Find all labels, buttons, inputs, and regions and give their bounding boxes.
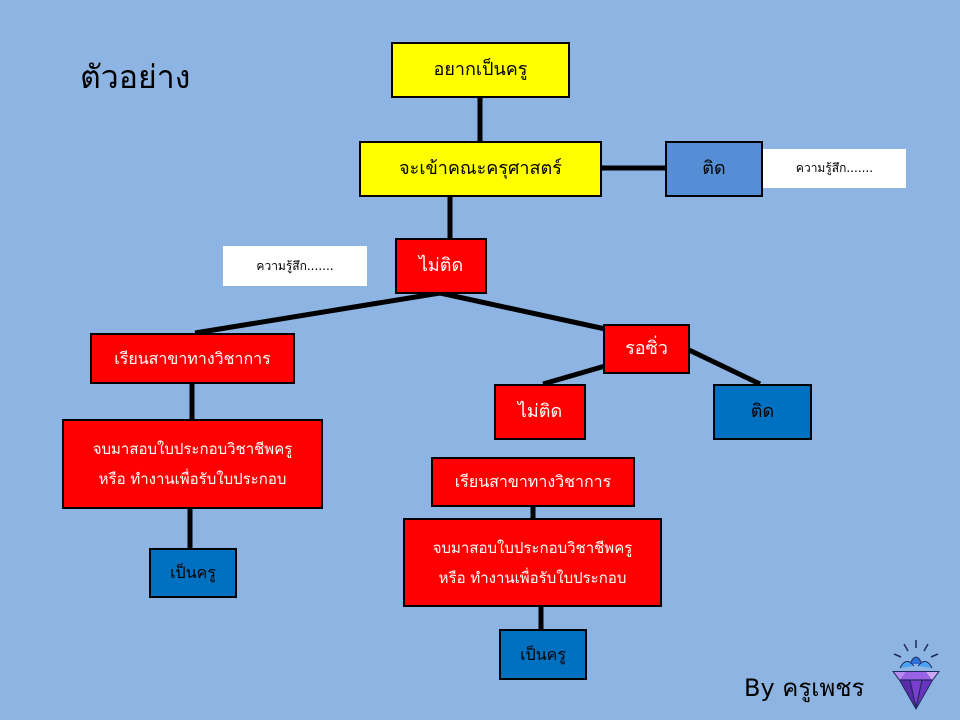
node-wait-retry: รอซิ่ว <box>603 324 690 374</box>
node-license-left: จบมาสอบใบประกอบวิชาชีพครู หรือ ทำงานเพื่… <box>62 419 323 509</box>
node-wait-retry-label: รอซิ่ว <box>625 337 668 359</box>
node-study-academic-left-label: เรียนสาขาทางวิชาการ <box>114 348 271 368</box>
node-license-right-line2: หรือ ทำงานเพื่อรับใบประกอบ <box>438 568 627 587</box>
feeling-note-left-label: ความรู้สึก....... <box>256 258 334 273</box>
diamond-logo-icon <box>892 640 940 711</box>
connector-wait-to-passed-retry <box>687 347 762 387</box>
node-license-right: จบมาสอบใบประกอบวิชาชีพครู หรือ ทำงานเพื่… <box>403 518 662 607</box>
node-become-teacher-right-label: เป็นครู <box>520 644 566 664</box>
node-license-right-line1: จบมาสอบใบประกอบวิชาชีพครู <box>432 538 633 557</box>
node-passed-top-label: ติด <box>702 157 726 179</box>
node-become-teacher-left-label: เป็นครู <box>170 563 216 582</box>
node-not-passed-top-label: ไม่ติด <box>418 254 464 276</box>
node-become-teacher-right: เป็นครู <box>499 629 587 680</box>
node-want-teacher-label: อยากเป็นครู <box>433 58 528 80</box>
node-become-teacher-left: เป็นครู <box>149 548 237 598</box>
connector-notpassed-to-wait <box>439 290 611 333</box>
node-study-academic-right-label: เรียนสาขาทางวิชาการ <box>454 472 612 491</box>
page-title: ตัวอย่าง <box>80 58 191 96</box>
feeling-note-top-label: ความรู้สึก....... <box>795 161 874 175</box>
node-passed-retry: ติด <box>713 384 812 440</box>
node-passed-retry-label: ติด <box>750 400 775 422</box>
feeling-note-top: ความรู้สึก....... <box>763 149 906 188</box>
connector-wait-to-notpassed-retry <box>542 361 613 387</box>
feeling-note-left: ความรู้สึก....... <box>223 246 367 286</box>
node-not-passed-retry-label: ไม่ติด <box>517 400 563 422</box>
node-study-academic-left: เรียนสาขาทางวิชาการ <box>90 333 295 384</box>
author-byline: By ครูเพชร <box>744 674 865 702</box>
node-not-passed-top: ไม่ติด <box>395 238 487 294</box>
node-license-left-line1: จบมาสอบใบประกอบวิชาชีพครู <box>92 440 293 458</box>
node-not-passed-retry: ไม่ติด <box>494 384 586 440</box>
node-study-academic-right: เรียนสาขาทางวิชาการ <box>431 457 635 507</box>
node-license-left-line2: หรือ ทำงานเพื่อรับใบประกอบ <box>98 470 287 488</box>
node-passed-top: ติด <box>665 141 763 197</box>
node-enter-faculty-label: จะเข้าคณะครุศาสตร์ <box>399 157 562 179</box>
connector-notpassed-to-study-left <box>194 290 441 336</box>
node-enter-faculty: จะเข้าคณะครุศาสตร์ <box>359 141 602 197</box>
node-want-teacher: อยากเป็นครู <box>391 42 570 98</box>
